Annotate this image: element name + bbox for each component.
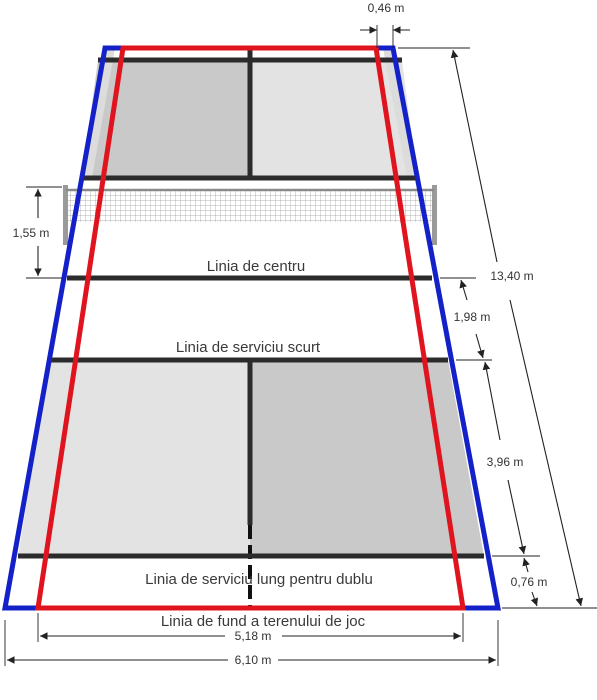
net-post-right <box>432 185 437 245</box>
short-service-arrow-down <box>475 333 485 359</box>
half-court-length-dimension: 13,40 m <box>490 269 533 283</box>
far-right-service-box <box>250 60 417 178</box>
doubles-width-dimension: 6,10 m <box>235 653 272 667</box>
singles-width-dimension: 5,18 m <box>235 629 272 643</box>
side-alley-dimension: 0,46 m <box>368 1 405 15</box>
long-service-line-label: Linia de serviciu lung pentru dublu <box>145 571 373 588</box>
center-line-label: Linia de centru <box>207 258 305 275</box>
net-to-short-service-dimension: 1,98 m <box>454 310 491 324</box>
service-depth-arrow-up <box>482 361 501 441</box>
short-service-line-label: Linia de serviciu scurt <box>176 339 321 356</box>
near-left-service-box <box>18 360 250 556</box>
long-service-to-back-dimension: 0,76 m <box>511 575 548 589</box>
net-height-dimension: 1,55 m <box>13 226 50 240</box>
far-left-alley <box>82 48 115 178</box>
singles-court-outline <box>35 45 466 611</box>
far-right-alley <box>383 48 417 178</box>
short-service-arrow-up <box>459 279 468 301</box>
half-length-arrow-down <box>509 299 584 607</box>
net-post-left <box>63 185 68 245</box>
short-to-long-service-dimension: 3,96 m <box>487 455 524 469</box>
service-depth-arrow-down <box>507 479 527 555</box>
far-left-service-box <box>82 60 250 178</box>
back-boundary-line-label: Linia de fund a terenului de joc <box>161 613 366 630</box>
back-gap-arrow-up <box>522 557 530 573</box>
net <box>68 190 432 222</box>
half-length-arrow-up <box>450 49 498 263</box>
near-right-service-box <box>250 360 484 556</box>
back-gap-arrow-down <box>530 591 539 607</box>
